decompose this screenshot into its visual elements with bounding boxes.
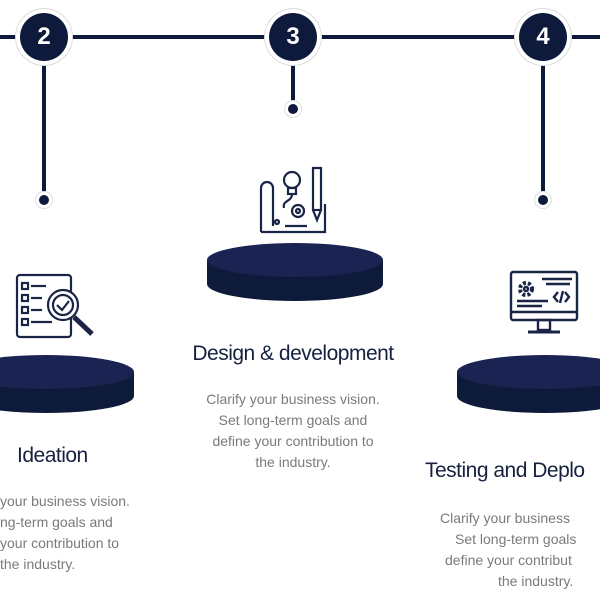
podium-disc [207, 243, 383, 301]
description-line: ng-term goals and [0, 514, 113, 530]
step-title: Design & development [192, 342, 394, 365]
connector-line [291, 40, 295, 110]
step-description: Clarify your business Set long-term goal… [440, 508, 576, 592]
step-number-badge: 3 [269, 13, 317, 61]
monitor-code-gear-icon [509, 270, 579, 334]
description-line: the industry. [255, 454, 331, 470]
description-line: Clarify your business [440, 510, 570, 526]
description-line: your business vision. [0, 493, 130, 509]
step-number-badge: 2 [20, 13, 68, 61]
step-number-badge: 4 [519, 13, 567, 61]
podium-disc [0, 355, 134, 413]
description-line: Set long-term goals [455, 531, 577, 547]
description-line: define your contribut [445, 552, 572, 568]
step-title: Testing and Deplo [425, 459, 585, 482]
connector-line [541, 40, 545, 200]
description-line: the industry. [0, 556, 76, 572]
podium-disc [457, 355, 600, 413]
description-line: the industry. [498, 573, 574, 589]
step-description: your business vision. ng-term goals and … [0, 491, 130, 575]
connector-dot [39, 195, 49, 205]
connector-line [42, 40, 46, 200]
description-line: define your contribution to [212, 433, 374, 449]
description-line: your contribution to [0, 535, 120, 551]
connector-dot [288, 104, 298, 114]
description-line: Clarify your business vision. [206, 391, 380, 407]
step-title: Ideation [17, 444, 88, 467]
connector-dot [538, 195, 548, 205]
checklist-magnifier-icon [15, 273, 94, 339]
step-description: Clarify your business vision. Set long-t… [163, 389, 423, 473]
description-line: Set long-term goals and [218, 412, 368, 428]
blueprint-lightbulb-pencil-icon [259, 166, 327, 234]
